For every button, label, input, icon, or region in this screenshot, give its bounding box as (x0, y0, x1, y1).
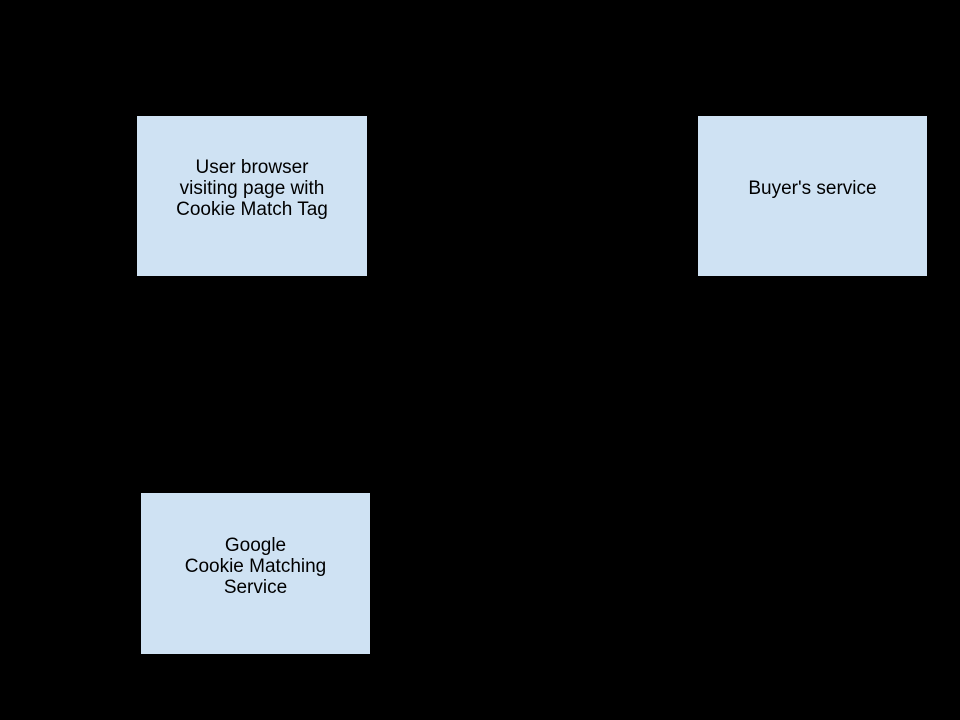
node-user-browser-label: User browser visiting page with Cookie M… (176, 157, 328, 220)
node-google-cookie-matching-service: Google Cookie Matching Service (140, 492, 371, 655)
node-google-cookie-matching-service-label: Google Cookie Matching Service (184, 534, 327, 598)
node-user-browser: User browser visiting page with Cookie M… (136, 115, 368, 277)
node-buyers-service-label: Buyer's service (748, 178, 877, 199)
node-buyers-service: Buyer's service (697, 115, 928, 277)
